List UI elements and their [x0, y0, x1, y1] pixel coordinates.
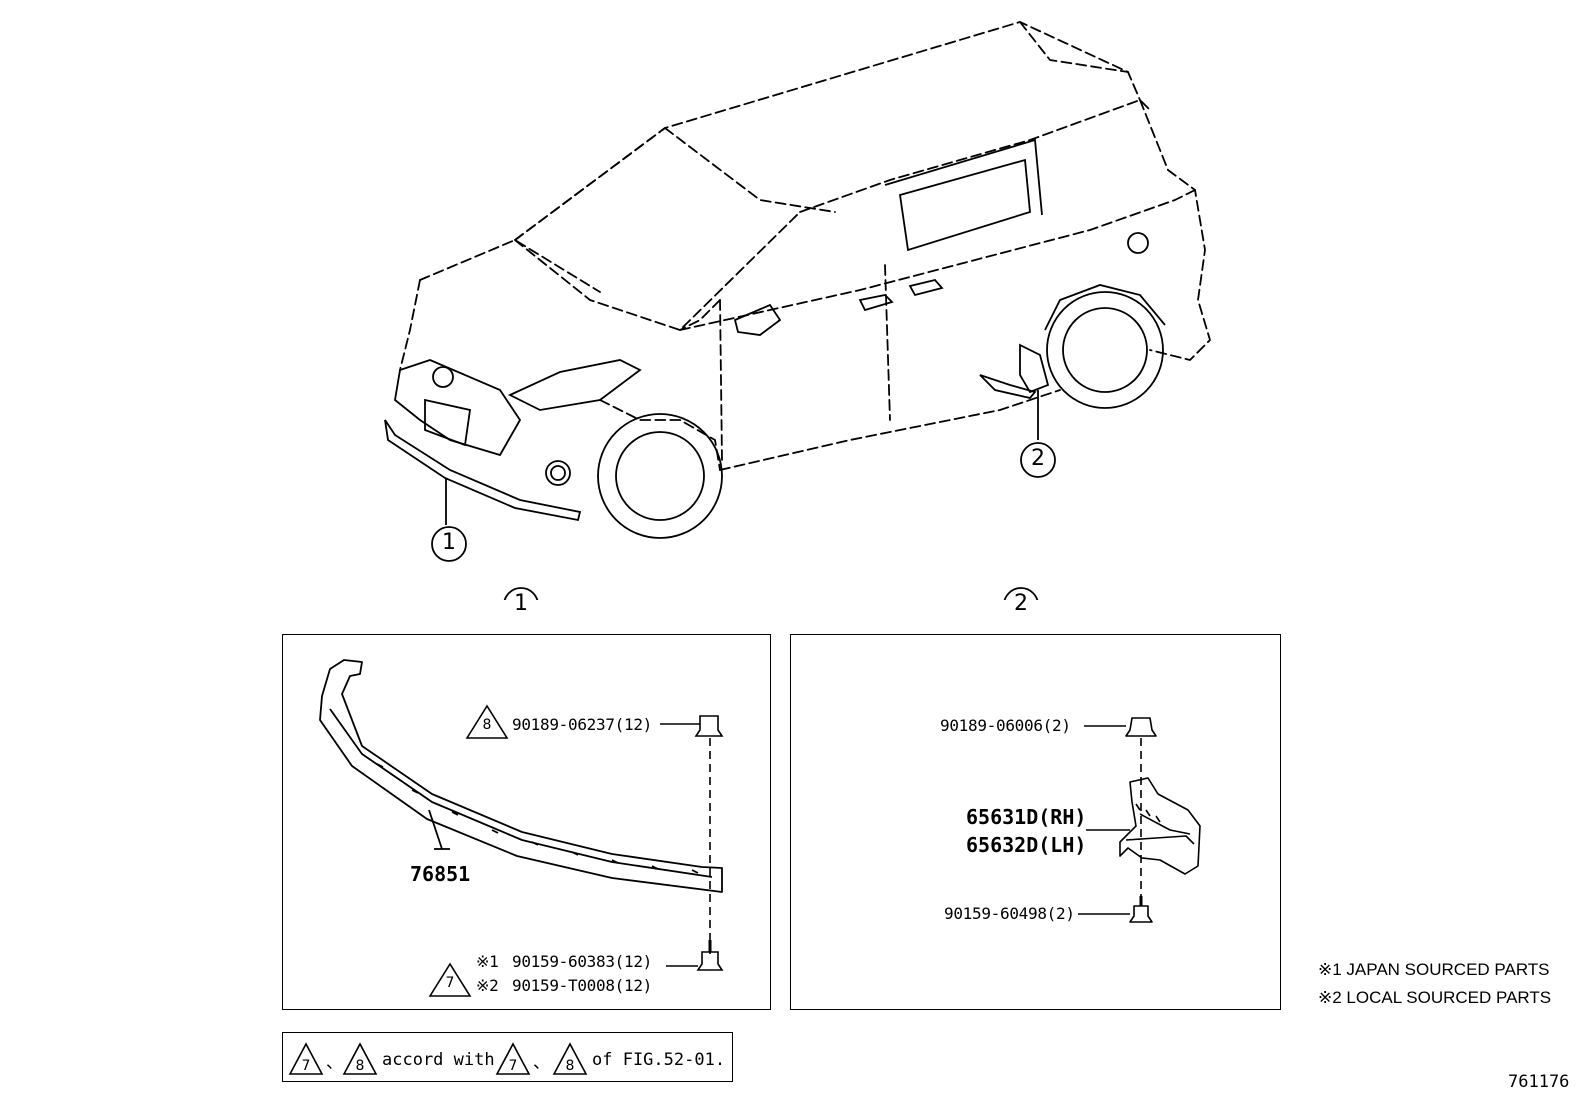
footnote-sep-b: 、 [533, 1053, 550, 1073]
note-japan-sourced: ※1 JAPAN SOURCED PARTS [1318, 960, 1550, 979]
part-number-clip-90189-06006[interactable]: 90189-06006(2) [940, 716, 1071, 735]
footnote-ref-8b: 8 [565, 1058, 575, 1074]
footnote-ref-7a: 7 [301, 1058, 311, 1074]
part-number-76851[interactable]: 76851 [410, 862, 471, 886]
note-local-sourced: ※2 LOCAL SOURCED PARTS [1318, 988, 1552, 1007]
part-number-65631D-rh[interactable]: 65631D(RH) [966, 805, 1087, 829]
front-spoiler-illustration [319, 659, 724, 997]
footnote-ref-7b: 7 [508, 1058, 518, 1074]
screw-option-2-mark: ※2 [476, 976, 499, 995]
part-number-screw-90159-60383[interactable]: 90159-60383(12) [512, 952, 652, 971]
callout-2-vehicle: 2 [1031, 446, 1045, 471]
footnote-triangles [288, 1042, 588, 1075]
panel-1-frame [282, 634, 771, 1010]
callout-1-vehicle: 1 [442, 530, 456, 555]
callout-2-panel-header: 2 [1014, 591, 1028, 616]
mudguard-illustration [1078, 717, 1201, 923]
figure-code: 761176 [1508, 1072, 1570, 1092]
footnote-sep-a: 、 [326, 1053, 343, 1073]
ref-triangle-8-panel1: 8 [482, 717, 492, 733]
panel-2-frame [790, 634, 1281, 1010]
part-number-65632D-lh[interactable]: 65632D(LH) [966, 833, 1087, 857]
vehicle-illustration [384, 21, 1211, 600]
part-number-clip-90189-06237[interactable]: 90189-06237(12) [512, 715, 652, 734]
screw-option-1-mark: ※1 [476, 952, 499, 971]
footnote-text-fig: of FIG.52-01. [592, 1050, 726, 1070]
part-number-screw-90159-T0008[interactable]: 90159-T0008(12) [512, 976, 652, 995]
footnote-ref-8a: 8 [355, 1058, 365, 1074]
callout-1-panel-header: 1 [514, 591, 528, 616]
footnote-text-accord: accord with [382, 1050, 495, 1070]
footnote-box [282, 1032, 733, 1082]
part-number-screw-90159-60498[interactable]: 90159-60498(2) [944, 904, 1075, 923]
ref-triangle-7-panel1: 7 [445, 975, 455, 991]
